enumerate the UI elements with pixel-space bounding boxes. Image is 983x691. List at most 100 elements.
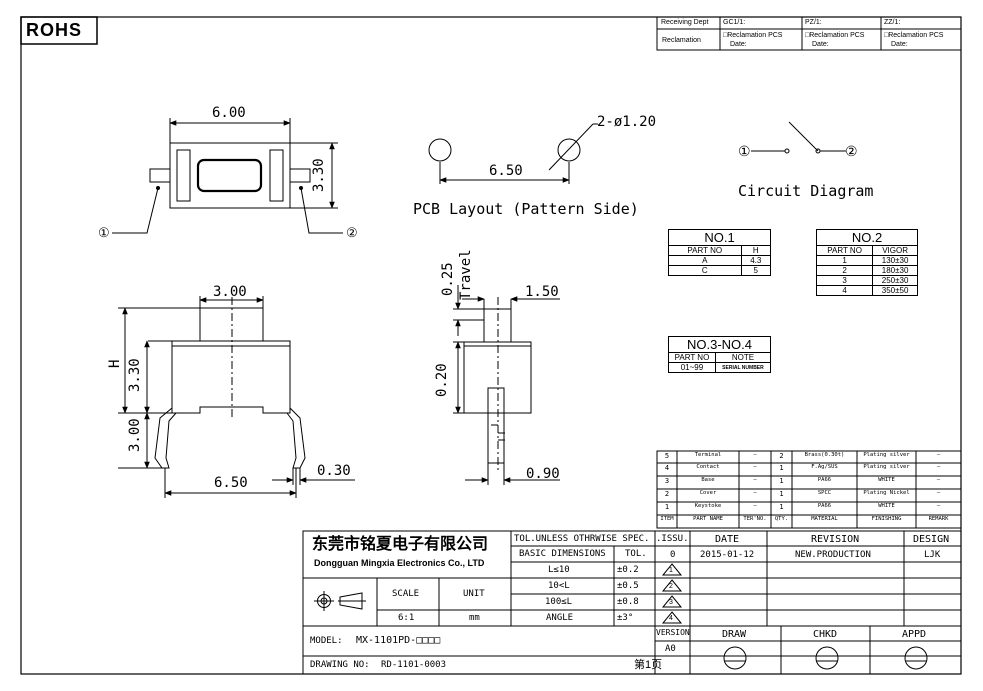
rohs-box [20, 16, 98, 45]
bom-cell: Plating silver [863, 452, 910, 458]
bom-cell: 1 [664, 503, 670, 511]
page-number: 第1页 [634, 659, 663, 671]
bom-cell: Base [701, 477, 715, 483]
bom-cell: — [936, 503, 941, 509]
bom-cell: 2 [664, 490, 670, 498]
unit-label: UNIT [463, 589, 485, 599]
pcb-layout [428, 123, 598, 184]
bom-cell: PA66 [817, 477, 832, 483]
revision-header: REVISION [811, 534, 860, 545]
dim-leg-height: 3.00 [127, 418, 143, 452]
bom-cell: 4 [664, 464, 670, 472]
bom-header: REMARK [928, 516, 949, 522]
pin2-label-circuit: ② [845, 143, 858, 159]
draw-header: DRAW [722, 629, 747, 640]
date-zz: Date: [891, 41, 908, 48]
bom-cell: 3 [664, 477, 670, 485]
bom-cell: 5 [664, 452, 670, 460]
tol-row-value: ±3° [617, 613, 634, 623]
reclamation-pz: □Reclamation PCS [805, 32, 865, 39]
appd-header: APPD [902, 629, 927, 640]
circuit-diagram-title: Circuit Diagram [738, 182, 874, 200]
chkd-header: CHKD [813, 629, 838, 640]
dim-side-top: 1.50 [525, 284, 559, 300]
no2-header: PART NO [815, 245, 874, 256]
circuit-diagram [751, 121, 846, 154]
tol-row-label: L≤10 [548, 565, 570, 575]
bom-cell: 1 [779, 490, 784, 498]
bom-cell: WHITE [878, 503, 895, 509]
tol-row-label: ANGLE [546, 613, 574, 623]
reclamation-gc: □Reclamation PCS [723, 32, 783, 39]
no2-cell: 4 [815, 285, 874, 296]
title-block-grid [302, 530, 962, 675]
dim-side-mid: 0.20 [434, 363, 450, 397]
version-value: A0 [665, 644, 676, 654]
no2-cell: 3 [815, 275, 874, 286]
bom-cell: Plating silver [863, 464, 910, 470]
bom-cell: — [753, 464, 757, 470]
model-value: MX-1101PD-□□□□ [356, 635, 441, 646]
bom-grid [656, 450, 962, 529]
bom-cell: PA66 [817, 503, 832, 509]
bom-cell: Contact [696, 464, 720, 470]
no1-title: NO.1 [668, 229, 771, 246]
issu-header: .ISSU. [656, 534, 689, 544]
pin2-label-top: ② [346, 225, 358, 240]
no34-cell: 01~99 [668, 362, 716, 373]
bom-header: MATERIAL [811, 516, 838, 522]
no1-header: H [740, 245, 772, 256]
no2-cell: 2 [815, 265, 874, 276]
bom-cell: SPCC [817, 490, 832, 496]
issue-date: 2015-01-12 [700, 550, 755, 560]
tol-row-label: 10<L [548, 581, 570, 591]
dim-top-height: 3.30 [311, 158, 327, 192]
drawing-no-label: DRAWING NO: [310, 660, 370, 670]
no1-cell: C [668, 265, 742, 276]
bom-cell: F.Ag/SUS [811, 464, 838, 470]
zz-label: ZZ/1: [884, 19, 901, 26]
no34-title: NO.3-NO.4 [668, 336, 771, 353]
bom-header: QTY. [774, 516, 789, 522]
bom-cell: — [753, 490, 757, 496]
signature-stamps [723, 646, 928, 670]
projection-symbol-icon [314, 591, 366, 611]
revision-mark: 1 [669, 567, 673, 574]
no1-cell: 5 [740, 265, 772, 276]
tol-row-value: ±0.2 [617, 565, 639, 575]
revision-triangles [661, 563, 683, 624]
no2-cell: 130±30 [872, 255, 918, 266]
pin1-label-circuit: ① [738, 143, 751, 159]
revision-mark: 4 [669, 615, 673, 622]
side-view [453, 285, 560, 485]
bom-cell: WHITE [878, 477, 895, 483]
revision-mark: 3 [669, 599, 673, 606]
no34-header: PART NO [668, 352, 716, 363]
dim-body-height: 3.30 [127, 358, 143, 392]
bom-header: FINISHING [871, 516, 902, 522]
date-pz: Date: [812, 41, 829, 48]
no2-title: NO.2 [816, 229, 918, 246]
designer: LJK [924, 550, 941, 560]
no1-header: PART NO [668, 245, 742, 256]
rohs-label: ROHS [26, 20, 83, 40]
no1-cell: 4.3 [740, 255, 772, 266]
dim-travel-value: 0.25 [440, 262, 456, 296]
drawing-no-value: RD-1101-0003 [381, 660, 447, 670]
date-header: DATE [715, 534, 740, 545]
tol-row-label: 100≤L [545, 597, 573, 607]
pz-label: PZ/1: [805, 19, 822, 26]
tol-row-value: ±0.8 [617, 597, 639, 607]
basic-dimensions: BASIC DIMENSIONS [519, 549, 606, 559]
dim-pcb-spacing: 6.50 [489, 163, 523, 179]
bom-header: ITEM [660, 516, 674, 522]
design-header: DESIGN [913, 534, 950, 545]
no2-cell: 1 [815, 255, 874, 266]
front-view [118, 296, 355, 498]
version-header: VERSION [656, 628, 690, 637]
dim-pcb-hole: 2-ø1.20 [597, 114, 657, 130]
pcb-layout-title: PCB Layout (Pattern Side) [413, 200, 639, 218]
bom-cell: — [753, 452, 757, 458]
